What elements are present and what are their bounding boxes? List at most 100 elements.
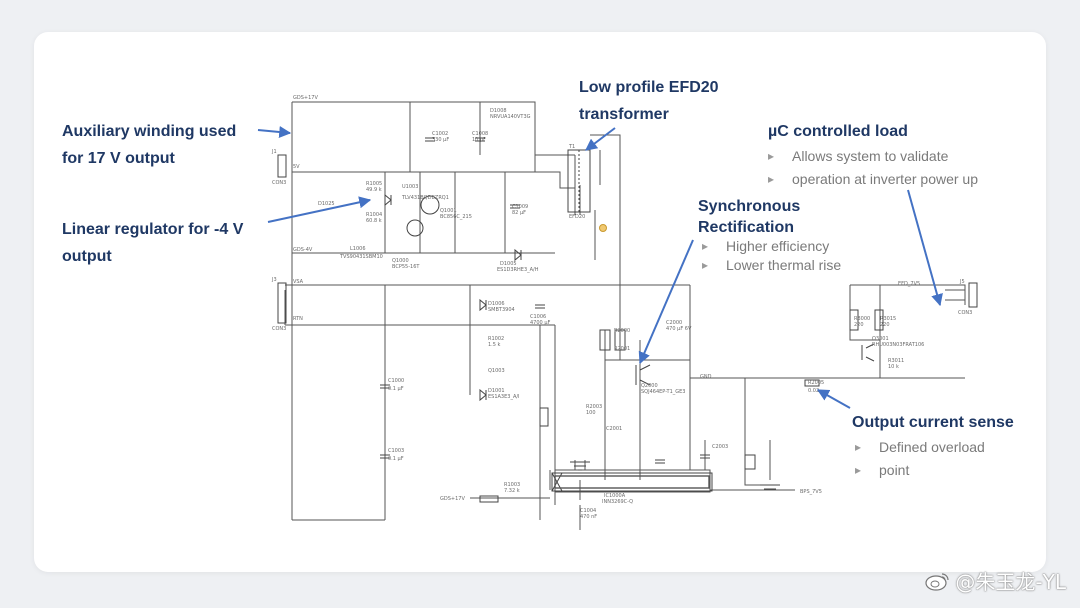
arrow-current-sense <box>816 389 851 409</box>
weibo-icon <box>925 571 951 591</box>
label-j5: J5 <box>959 279 965 285</box>
label-con3-c: CON3 <box>958 310 972 316</box>
callout-arrows <box>257 126 943 409</box>
label-q1003: Q1003 <box>488 368 505 374</box>
label-c2000-val: 470 µF 6V <box>666 326 692 332</box>
connector-j5 <box>968 282 978 308</box>
label-r3000: R3000 <box>854 316 870 322</box>
current-sense-bullet-2: point <box>855 459 985 482</box>
label-c1000-val: 0.1 µF <box>388 386 404 392</box>
label-r1003-val: 7.32 k <box>504 488 520 494</box>
sync-rect-bullets: Higher efficiency Lower thermal rise <box>702 237 841 275</box>
connector-j1 <box>277 154 287 178</box>
label-net-5v: 5V <box>293 164 300 170</box>
label-bps-7v5: BPS_7V5 <box>800 489 822 495</box>
label-con3-a: CON3 <box>272 180 286 186</box>
label-q3001-val: RHU003N03FRAT106 <box>872 342 924 348</box>
arrow-aux-winding <box>257 126 292 138</box>
label-c2001: C2001 <box>606 426 622 432</box>
label-j1: J1 <box>271 149 277 155</box>
label-t1: T1 <box>568 144 575 150</box>
label-c1003-val: 0.1 µF <box>388 456 404 462</box>
sync-rect-bullet-2: Lower thermal rise <box>702 256 841 275</box>
label-d1008-val: NRVUA140VT3G <box>490 114 531 120</box>
callout-current-sense: Output current sense <box>852 409 1014 436</box>
label-q2000-val: SQJ464EP-T1_GE3 <box>641 389 686 395</box>
label-r1005-val: 49.9 k <box>366 187 382 193</box>
schematic-components <box>277 137 978 503</box>
callout-aux-winding: Auxiliary winding used for 17 V output <box>62 118 236 172</box>
callout-sync-rect-line2: Rectification <box>698 219 795 236</box>
label-c1008: C1008 <box>472 131 488 137</box>
cursor-dot <box>599 224 607 232</box>
label-c1009: C1009 <box>512 204 528 210</box>
label-c1002: C1002 <box>432 131 448 137</box>
label-net-17v: GDS+17V <box>293 95 318 101</box>
watermark: @朱玉龙-YL <box>925 566 1066 595</box>
label-c1004-val: 470 nF <box>580 514 597 520</box>
watermark-handle: @朱玉龙-YL <box>955 570 1066 594</box>
label-c2003: C2003 <box>712 444 728 450</box>
label-gds-17v-in: GDS+17V <box>440 496 465 502</box>
callout-current-sense-title: Output current sense <box>852 414 1014 431</box>
uc-load-bullets: Allows system to validate operation at i… <box>768 145 978 191</box>
label-r1002: R1002 <box>488 336 504 342</box>
ic-highlight <box>554 475 710 489</box>
label-l1006-val: TVS90431SBM10 <box>339 254 383 260</box>
label-d1005-val: ES1D3RHE3_A/H <box>497 267 539 273</box>
uc-load-bullet-1: Allows system to validate <box>768 145 978 168</box>
label-d1006: D1006 <box>488 301 505 307</box>
label-r2000: R2000 <box>614 328 630 334</box>
callout-aux-winding-line2: for 17 V output <box>62 150 175 167</box>
callout-sync-rect-line1: Synchronous <box>698 198 801 215</box>
label-r2001: R2001 <box>614 346 630 352</box>
label-d1005: D1005 <box>500 261 517 267</box>
label-c1000: C1000 <box>388 378 404 384</box>
label-d1001-val: ES1A3E3_A/I <box>488 394 520 400</box>
label-r1004-val: 60.8 k <box>366 218 382 224</box>
callout-uc-load-title: µC controlled load <box>768 123 908 140</box>
label-gnd: GND <box>700 374 712 380</box>
label-j3: J3 <box>271 277 277 283</box>
connector-j3 <box>277 282 287 324</box>
label-l1006: L1006 <box>350 246 366 252</box>
label-ic1000: IC1000A <box>604 493 626 499</box>
label-d1025: D1025 <box>318 201 335 207</box>
label-net-rtn: RTN <box>293 316 303 322</box>
callout-transformer-line1: Low profile EFD20 <box>579 79 719 96</box>
label-c1004: C1004 <box>580 508 596 514</box>
uc-load-bullet-2: operation at inverter power up <box>768 168 978 191</box>
label-r3011: R3011 <box>888 358 904 364</box>
label-r3015: R3015 <box>880 316 896 322</box>
label-c1006-val: 4700 µF <box>530 320 550 326</box>
label-r2005-val: 0.02 <box>808 388 819 394</box>
callout-linear-reg-line1: Linear regulator for -4 V <box>62 221 244 238</box>
label-q2000: Q2000 <box>641 383 658 389</box>
label-q1000-val: BCP55-16T <box>392 264 420 270</box>
callout-uc-load: µC controlled load <box>768 118 908 145</box>
label-u1003-val: TLV431BQDBZRQ1 <box>401 195 449 201</box>
label-r1002-val: 1.5 k <box>488 342 501 348</box>
label-q3001: Q3001 <box>872 336 889 342</box>
label-r3015-val: 220 <box>880 322 890 328</box>
label-ic1000-val: INN3269C-Q <box>602 499 633 505</box>
label-r1003: R1003 <box>504 482 520 488</box>
label-u1003: U1003 <box>402 184 418 190</box>
label-q1001: Q1001 <box>440 208 457 214</box>
label-r2003: R2003 <box>586 404 602 410</box>
label-t1-val: EFD20 <box>569 214 585 220</box>
sync-rect-bullet-1: Higher efficiency <box>702 237 841 256</box>
arrow-uc-load <box>907 189 943 307</box>
schematic-wires <box>284 101 966 530</box>
label-q1000: Q1000 <box>392 258 409 264</box>
label-c2000: C2000 <box>666 320 682 326</box>
callout-aux-winding-line1: Auxiliary winding used <box>62 123 237 140</box>
label-r2005: R2005 <box>808 380 824 386</box>
label-c1009-val: 82 µF <box>512 210 526 216</box>
label-r3011-val: 10 k <box>888 364 899 370</box>
label-r1004: R1004 <box>366 212 382 218</box>
callout-transformer: Low profile EFD20 transformer <box>579 74 719 128</box>
arrow-sync-rect <box>638 239 694 365</box>
label-con3-b: CON3 <box>272 326 286 332</box>
